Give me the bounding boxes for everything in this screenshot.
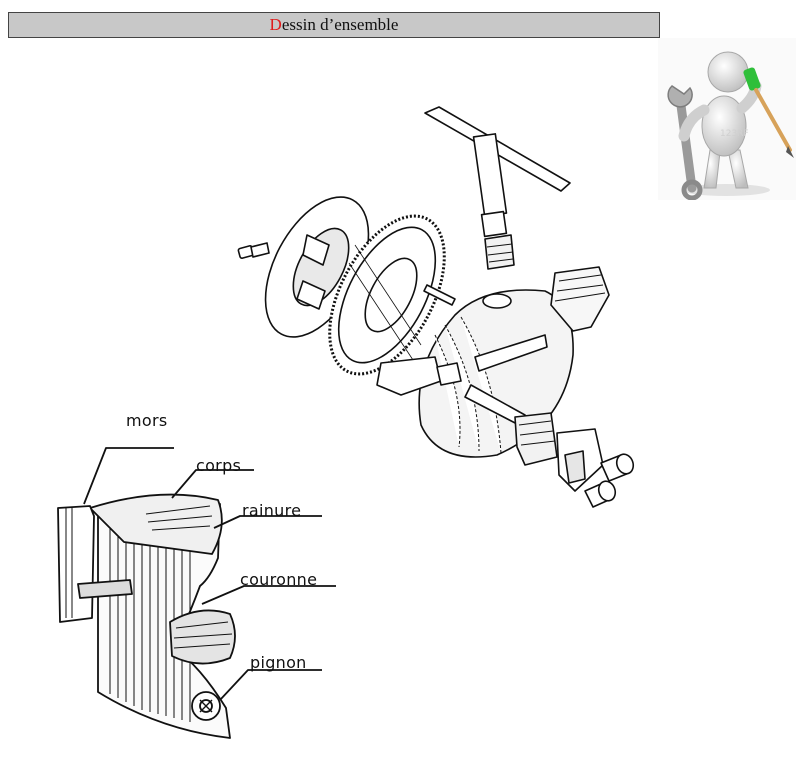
crown-gear-icon: [328, 214, 446, 376]
mascot-illustration: 123RF: [658, 38, 796, 201]
title-first-letter: D: [269, 15, 282, 34]
screw-icon: [237, 242, 270, 259]
mascot-figure-icon: 123RF: [667, 51, 794, 201]
screw-icon: [600, 453, 635, 482]
pin-icon: [423, 284, 456, 306]
exploded-assembly-icon: [237, 106, 635, 508]
back-plate-icon: [264, 196, 370, 338]
callout-rainure: rainure: [242, 501, 302, 520]
cutaway-section-icon: [57, 447, 336, 739]
wrench-icon: [667, 85, 703, 201]
chuck-key-icon: [424, 106, 571, 270]
callout-corps: corps: [196, 456, 242, 475]
jaw-icon: [556, 428, 604, 492]
screw-icon: [584, 480, 617, 508]
exploded-chuck-drawing: [225, 95, 655, 515]
callout-pignon: pignon: [250, 653, 307, 672]
title-text: essin d’ensemble: [281, 15, 399, 34]
jaw-icon: [514, 412, 558, 466]
watermark-text: 123RF: [720, 129, 749, 139]
jaw-icon: [550, 266, 610, 332]
cutaway-chuck-drawing: mors corps rainure couronne pignon: [50, 408, 380, 748]
pencil-icon: [754, 88, 794, 158]
jaw-icon: [376, 356, 462, 396]
callout-mors: mors: [126, 411, 168, 430]
callout-couronne: couronne: [240, 570, 318, 589]
